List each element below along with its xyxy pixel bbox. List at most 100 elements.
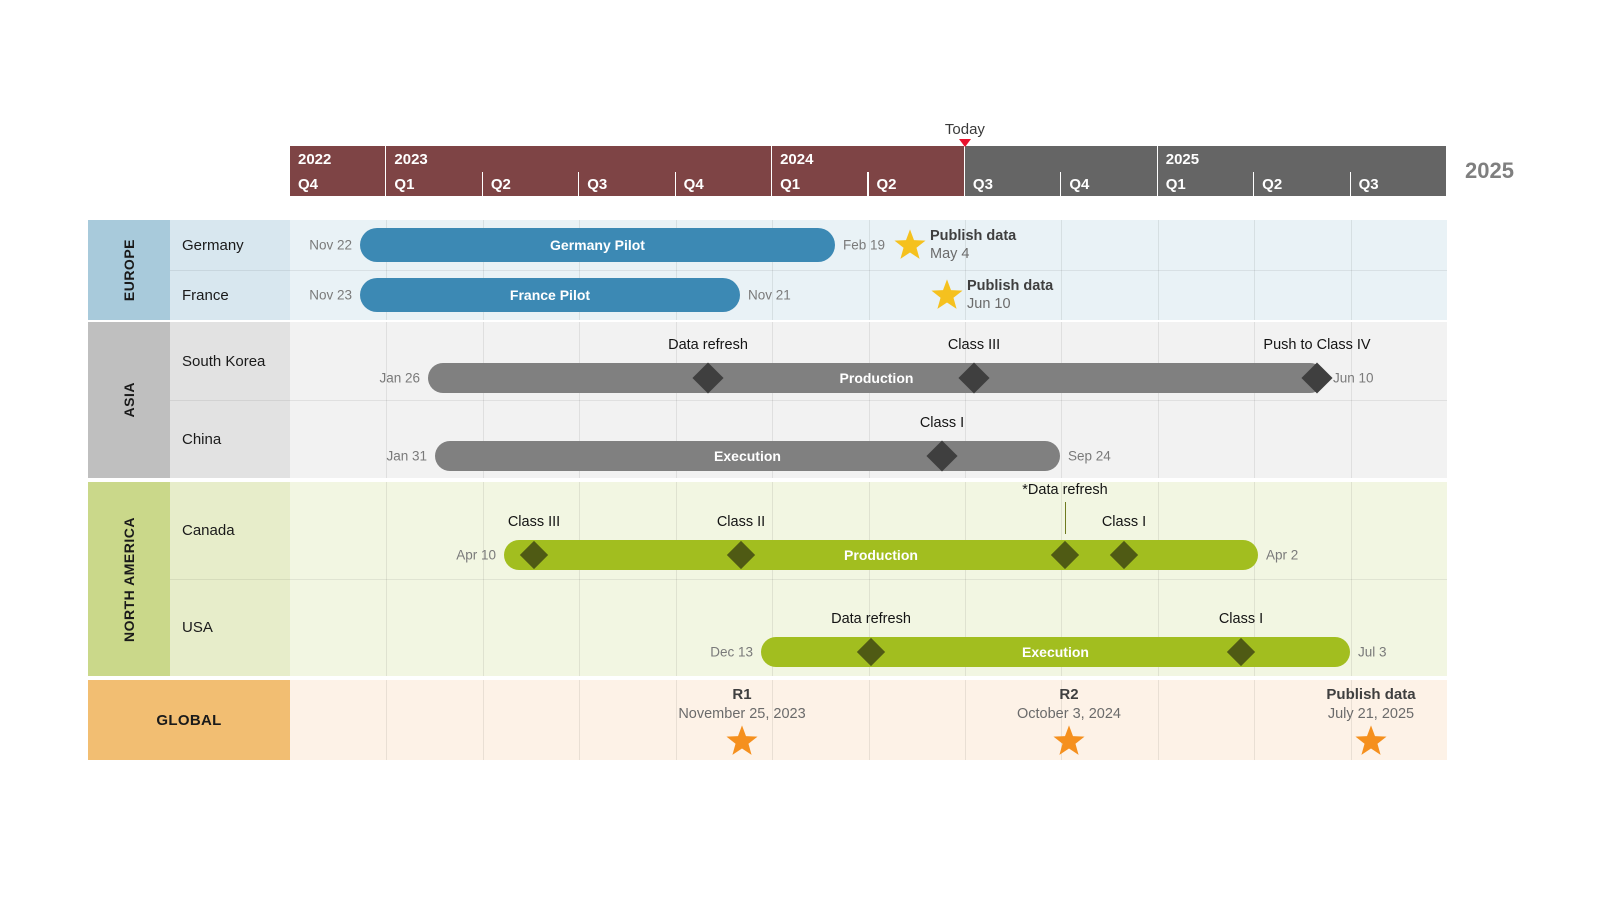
global-row-label: GLOBAL (88, 680, 290, 760)
quarter-header-2: Q2 (482, 172, 580, 196)
row-label-france: France (170, 270, 290, 320)
bar-start-date: Jan 31 (386, 448, 427, 464)
global-plot-area (290, 680, 1447, 760)
grid-line (1254, 680, 1256, 760)
row-separator (170, 579, 1447, 580)
grid-line (579, 220, 581, 320)
grid-line (1157, 482, 1159, 676)
grid-line (964, 680, 966, 760)
grid-line (1350, 322, 1352, 478)
global-milestone-name: R1 (732, 686, 752, 703)
grid-line (1157, 322, 1159, 478)
milestone-leader-line (1065, 502, 1066, 534)
gantt-bar: Germany Pilot (360, 228, 835, 262)
grid-line (482, 220, 484, 320)
milestone-label: Class I (1218, 611, 1264, 627)
bar-start-date: Jan 26 (379, 370, 420, 386)
grid-line (579, 482, 581, 676)
global-milestone-name: Publish data (1326, 686, 1416, 703)
grid-line (1061, 680, 1063, 760)
grid-line (1157, 680, 1159, 760)
grid-line (1254, 322, 1256, 478)
bar-end-date: Sep 24 (1068, 448, 1111, 464)
grid-line (1350, 482, 1352, 676)
grid-line (386, 680, 388, 760)
gantt-bar: Production (504, 540, 1258, 570)
today-marker-icon (958, 139, 971, 147)
grid-line (675, 680, 677, 760)
grid-line (482, 680, 484, 760)
grid-line (386, 220, 388, 320)
grid-line (1061, 220, 1063, 320)
bar-start-date: Apr 10 (456, 547, 496, 563)
grid-line (964, 482, 966, 676)
milestone-label: Class I (1101, 514, 1147, 530)
bar-start-date: Nov 23 (309, 287, 352, 303)
milestone-label: Class I (919, 415, 965, 431)
year-header-2024: 2024 (772, 146, 965, 172)
row-label-china: China (170, 400, 290, 478)
grid-line (1061, 482, 1063, 676)
bar-end-date: Apr 2 (1266, 547, 1299, 563)
group-label-text: EUROPE (120, 238, 137, 302)
global-milestone-date: July 21, 2025 (1327, 706, 1415, 722)
grid-line (482, 322, 484, 478)
today-label: Today (944, 121, 985, 138)
grid-line (482, 482, 484, 676)
quarter-header-1: Q1 (386, 172, 483, 196)
milestone-label: Class III (507, 514, 561, 530)
group-label-text: NORTH AMERICA (120, 516, 137, 642)
grid-line (772, 220, 774, 320)
global-milestone-star-icon (1354, 724, 1388, 758)
year-header-2022: 2022 (290, 146, 387, 172)
quarter-header-8: Q4 (1061, 172, 1158, 196)
grid-line (964, 220, 966, 320)
grid-line (386, 322, 388, 478)
quarter-header-9: Q1 (1157, 172, 1255, 196)
milestone-label: Push to Class IV (1263, 337, 1371, 353)
quarter-header-7: Q3 (964, 172, 1062, 196)
quarter-header-0: Q4 (290, 172, 387, 196)
grid-line (1350, 220, 1352, 320)
group-label-text: ASIA (120, 382, 137, 418)
grid-line (868, 482, 870, 676)
grid-line (1157, 220, 1159, 320)
year-header-2025: 2025 (1157, 146, 1447, 172)
global-milestone-star-icon (1052, 724, 1086, 758)
bar-start-date: Nov 22 (309, 237, 352, 253)
quarter-header-6: Q2 (868, 172, 965, 196)
grid-line (1061, 322, 1063, 478)
grid-line (1350, 680, 1352, 760)
year-header-2023: 2023 (386, 146, 773, 172)
quarter-header-5: Q1 (772, 172, 869, 196)
gantt-bar: France Pilot (360, 278, 740, 312)
side-year-label: 2025 (1465, 158, 1514, 183)
milestone-label: *Data refresh (1022, 482, 1108, 498)
group-label-europe: EUROPE (88, 220, 170, 320)
grid-line (964, 322, 966, 478)
bar-end-date: Jul 3 (1358, 644, 1387, 660)
grid-line (868, 220, 870, 320)
group-label-asia: ASIA (88, 322, 170, 478)
bar-end-date: Nov 21 (748, 287, 791, 303)
publish-data-date: May 4 (930, 246, 970, 262)
global-milestone-name: R2 (1059, 686, 1079, 703)
bar-end-date: Feb 19 (843, 237, 886, 253)
row-label-south-korea: South Korea (170, 322, 290, 400)
group-label-north-america: NORTH AMERICA (88, 482, 170, 676)
quarter-header-4: Q4 (675, 172, 773, 196)
row-separator (170, 400, 1447, 401)
quarter-header-11: Q3 (1350, 172, 1447, 196)
grid-line (579, 680, 581, 760)
grid-line (675, 322, 677, 478)
grid-line (772, 322, 774, 478)
row-separator (170, 270, 1447, 271)
grid-line (1254, 220, 1256, 320)
grid-line (675, 482, 677, 676)
milestone-label: Data refresh (831, 611, 911, 627)
global-milestone-date: October 3, 2024 (1017, 706, 1121, 722)
publish-data-date: Jun 10 (967, 296, 1011, 312)
grid-line (772, 482, 774, 676)
publish-data-star-icon (930, 278, 964, 312)
